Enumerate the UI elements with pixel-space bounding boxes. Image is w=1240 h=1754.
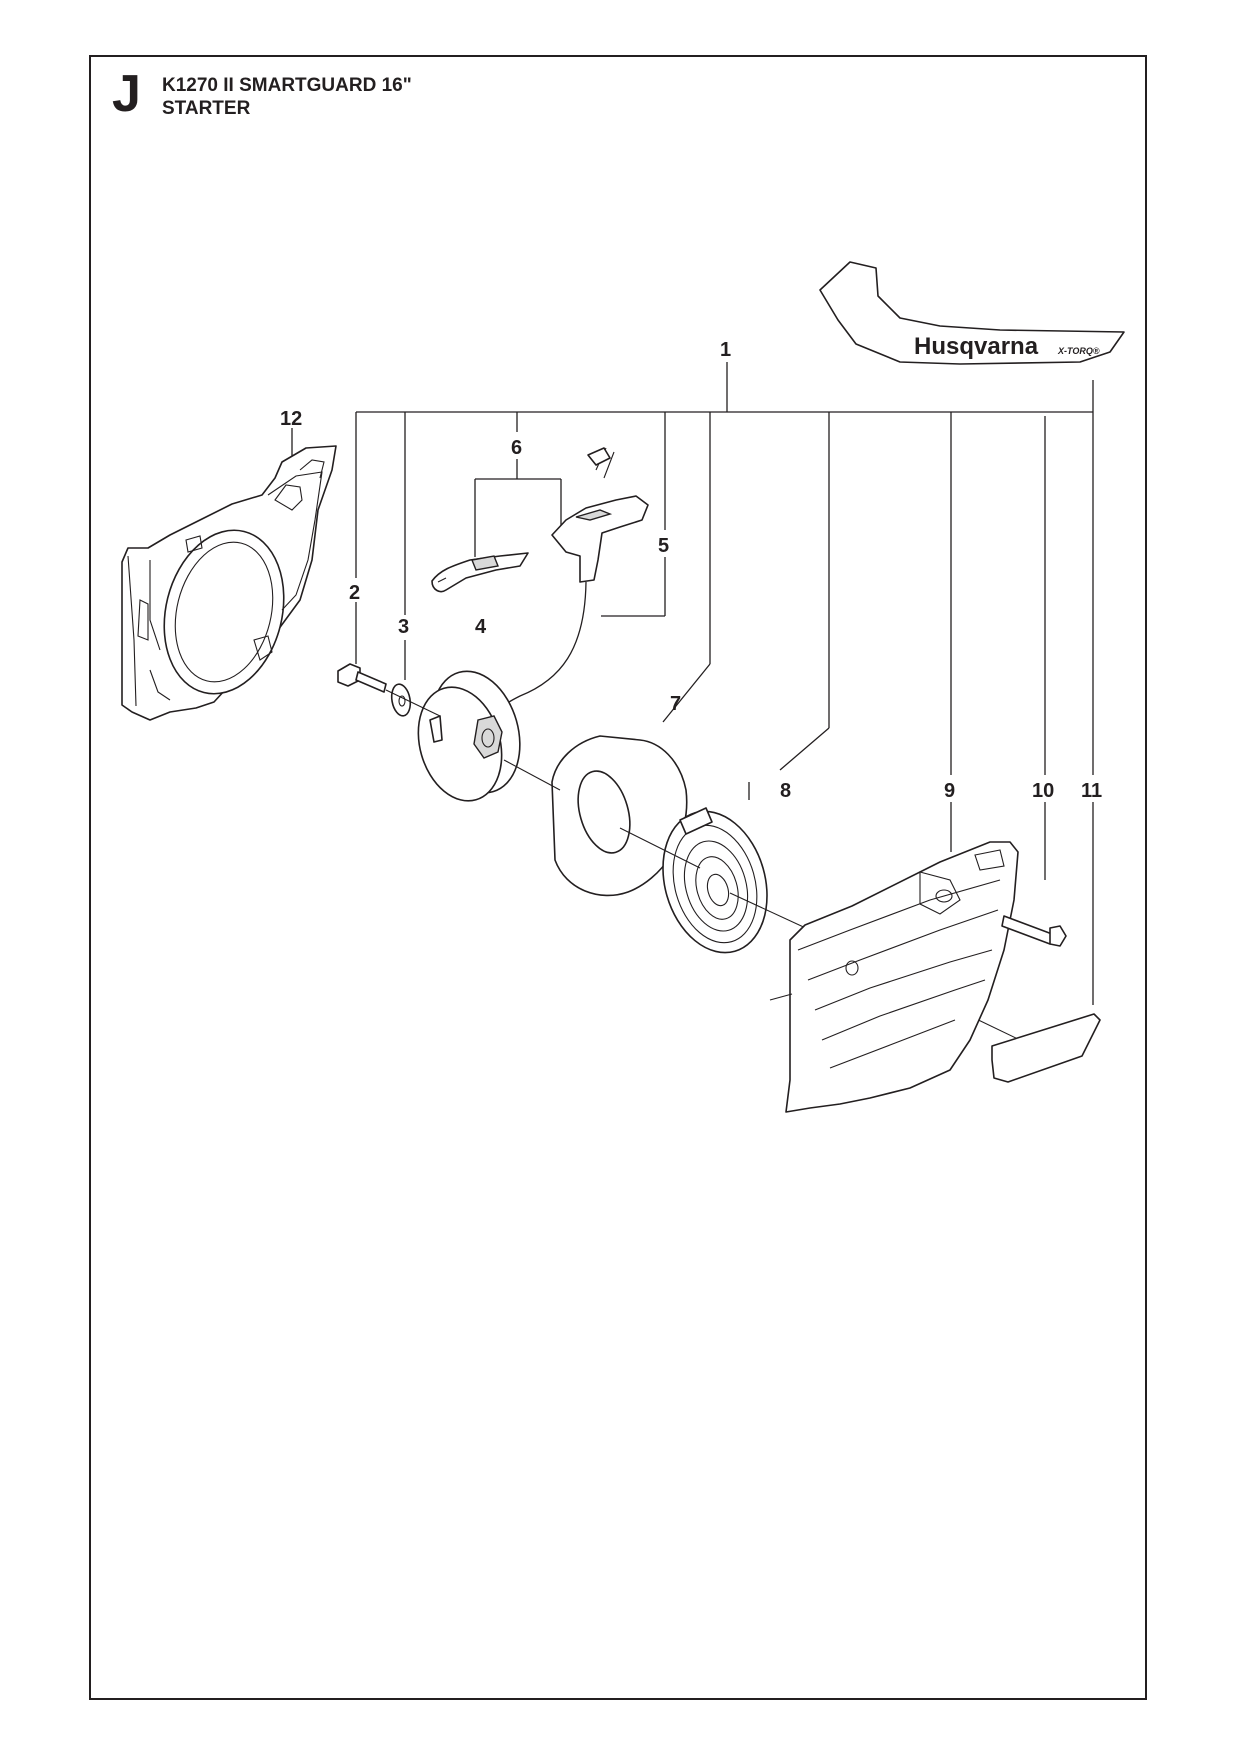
callout-5: 5: [658, 535, 669, 557]
callout-7: 7: [670, 693, 681, 715]
callout-4: 4: [475, 616, 487, 638]
part-11-decal-lower: [991, 1013, 1101, 1083]
callout-6: 6: [511, 437, 522, 459]
part-11-decal-upper: Husqvarna X-TORQ®: [819, 261, 1125, 365]
callout-8: 8: [780, 780, 791, 802]
part-6-handle-strap: [431, 552, 529, 593]
part-9-starter-cover: [769, 841, 1019, 1113]
leader-lines: [291, 362, 1094, 1005]
callout-12: 12: [280, 408, 302, 430]
callout-9: 9: [944, 780, 955, 802]
section-title: STARTER: [162, 98, 251, 119]
decal-brand: Husqvarna: [914, 333, 1039, 360]
part-7-plate: [551, 735, 688, 897]
callout-11: 11: [1081, 780, 1102, 802]
part-5-starter-handle: [497, 447, 649, 713]
page-frame: [89, 55, 1147, 1700]
part-8-spring: [662, 807, 768, 954]
callouts: 1 2 3 4 5 6 7 8 9 10 11 12: [280, 339, 1102, 802]
part-4-pulley: [417, 670, 521, 802]
callout-2: 2: [349, 582, 360, 604]
part-10-screw: [1001, 915, 1067, 947]
part-12-starter-housing: [121, 445, 337, 721]
model-title: K1270 II SMARTGUARD 16": [162, 75, 412, 96]
callout-1: 1: [720, 339, 731, 361]
part-3-washer: [390, 683, 412, 717]
callout-3: 3: [398, 616, 409, 638]
title-block: K1270 II SMARTGUARD 16" STARTER: [162, 74, 412, 120]
section-letter: J: [112, 65, 141, 123]
part-2-screw: [337, 663, 387, 693]
decal-subbrand: X-TORQ®: [1057, 346, 1100, 356]
callout-10: 10: [1032, 780, 1054, 802]
